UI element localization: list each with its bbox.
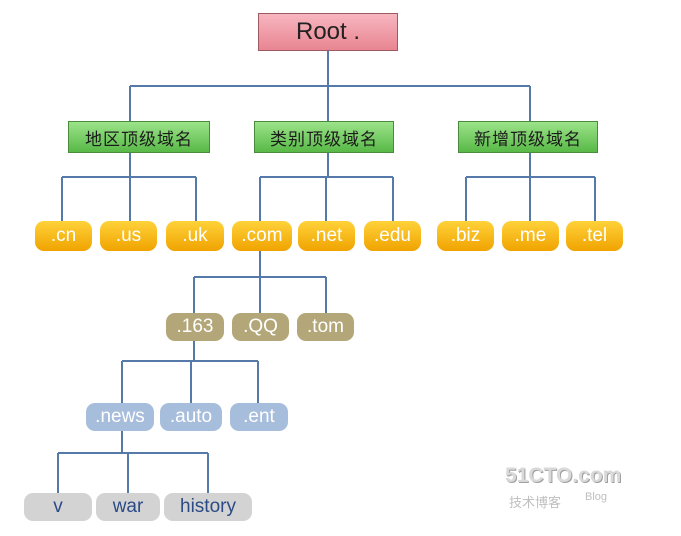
watermark-sub-text: 技术博客 xyxy=(509,495,562,510)
tld-net: .net xyxy=(298,221,355,251)
watermark-logo: 51CTO.com 技术博客 Blog xyxy=(505,464,625,514)
tld-uk: .uk xyxy=(166,221,224,251)
category-new-tld: 新增顶级域名 xyxy=(458,121,598,153)
watermark-blog-text: Blog xyxy=(585,491,608,503)
subdomain-news: .news xyxy=(86,403,154,431)
domain-163: .163 xyxy=(166,313,224,341)
tld-tel: .tel xyxy=(566,221,623,251)
subdomain-auto: .auto xyxy=(160,403,222,431)
tld-edu: .edu xyxy=(364,221,421,251)
root-node: Root . xyxy=(258,13,398,51)
tld-com: .com xyxy=(232,221,292,251)
host-war: war xyxy=(96,493,160,521)
host-v: v xyxy=(24,493,92,521)
domain-qq: .QQ xyxy=(232,313,289,341)
tld-biz: .biz xyxy=(437,221,494,251)
tld-us: .us xyxy=(100,221,157,251)
subdomain-ent: .ent xyxy=(230,403,288,431)
host-history: history xyxy=(164,493,252,521)
domain-tom: .tom xyxy=(297,313,354,341)
tld-me: .me xyxy=(502,221,559,251)
tld-cn: .cn xyxy=(35,221,92,251)
watermark-main-text: 51CTO.com xyxy=(505,464,622,487)
category-generic-tld: 类别顶级域名 xyxy=(254,121,394,153)
category-regional-tld: 地区顶级域名 xyxy=(68,121,210,153)
